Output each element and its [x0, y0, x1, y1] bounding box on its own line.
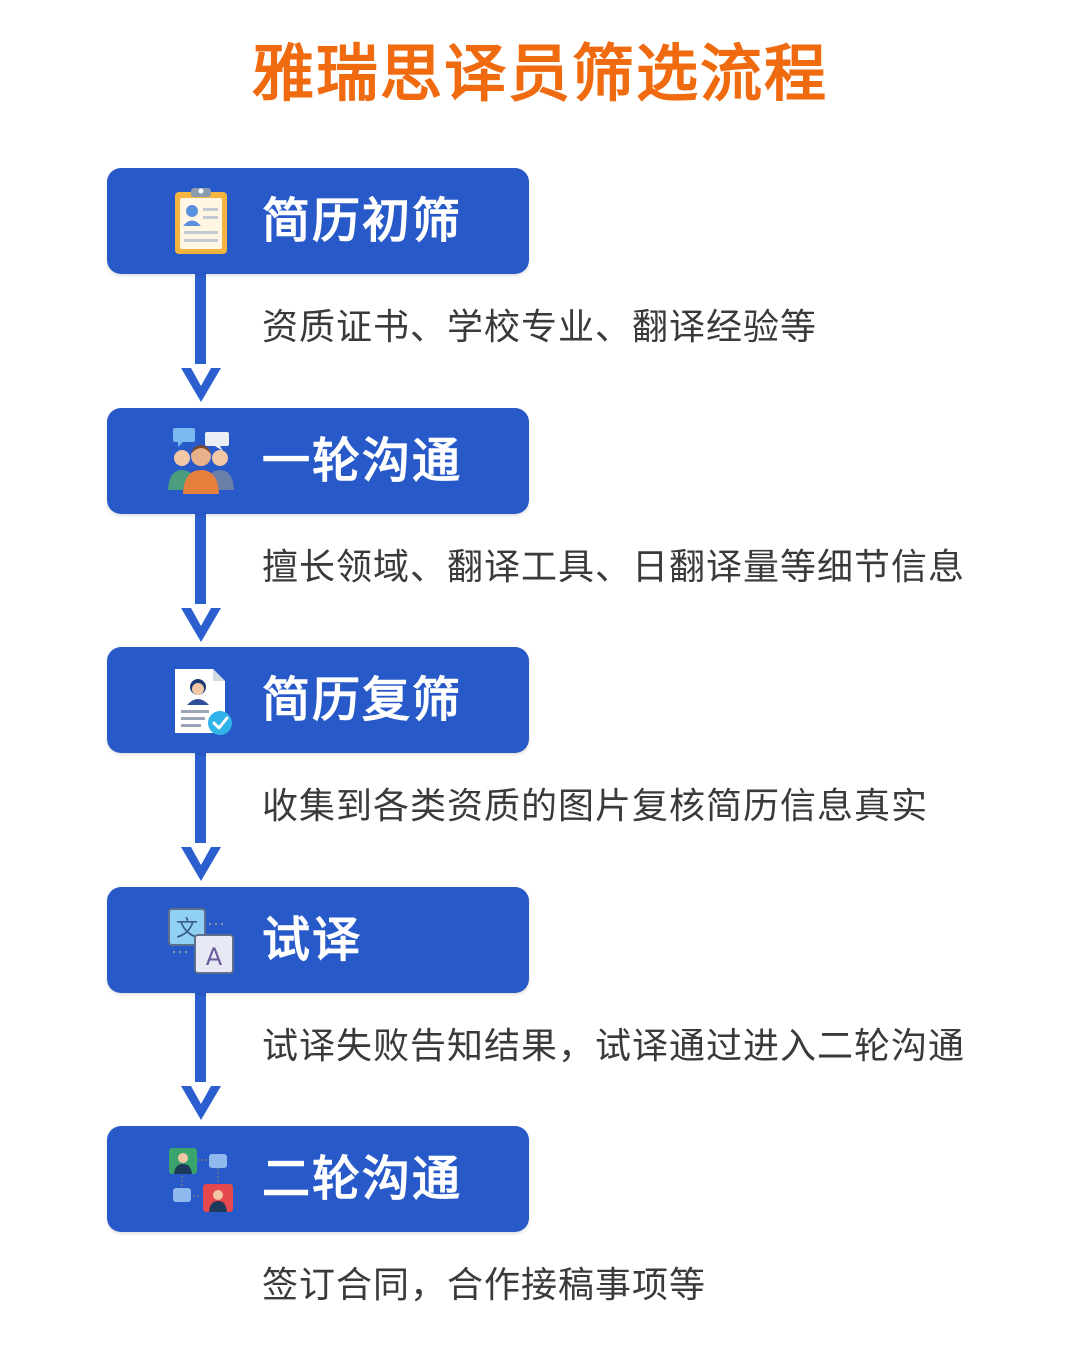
- step-description: 收集到各类资质的图片复核简历信息真实: [262, 786, 929, 827]
- svg-text:A: A: [206, 943, 223, 971]
- resume-clipboard-icon: [175, 188, 227, 254]
- step-label: 试译: [262, 912, 363, 968]
- resume-check-icon: [175, 669, 232, 735]
- arrow-down-icon: [181, 847, 221, 881]
- step-label: 简历复筛: [262, 672, 463, 728]
- video-chat-icon: [169, 1148, 233, 1212]
- group-chat-icon: [168, 428, 234, 494]
- flow-connector: [195, 753, 206, 843]
- step-description: 擅长领域、翻译工具、日翻译量等细节信息: [262, 547, 966, 588]
- step-description: 资质证书、学校专业、翻译经验等: [262, 307, 818, 348]
- step-second-interview: 二轮沟通: [107, 1126, 529, 1232]
- flow-connector: [195, 274, 206, 364]
- svg-text:文: 文: [176, 917, 198, 942]
- flow-connector: [195, 514, 206, 604]
- arrow-down-icon: [181, 608, 221, 642]
- step-label: 二轮沟通: [262, 1151, 463, 1207]
- translate-icon: 文 A: [168, 908, 234, 974]
- step-description: 试译失败告知结果，试译通过进入二轮沟通: [262, 1026, 966, 1067]
- arrow-down-icon: [181, 1086, 221, 1120]
- step-description: 签订合同，合作接稿事项等: [262, 1265, 707, 1306]
- step-label: 一轮沟通: [262, 433, 463, 489]
- step-resume-rescreening: 简历复筛: [107, 647, 529, 753]
- flow-connector: [195, 992, 206, 1082]
- step-trial-translation: 文 A 试译: [107, 887, 529, 993]
- step-label: 简历初筛: [262, 193, 463, 249]
- arrow-down-icon: [181, 368, 221, 402]
- step-first-interview: 一轮沟通: [107, 408, 529, 514]
- page-title: 雅瑞思译员筛选流程: [251, 37, 828, 110]
- step-resume-screening: 简历初筛: [107, 168, 529, 274]
